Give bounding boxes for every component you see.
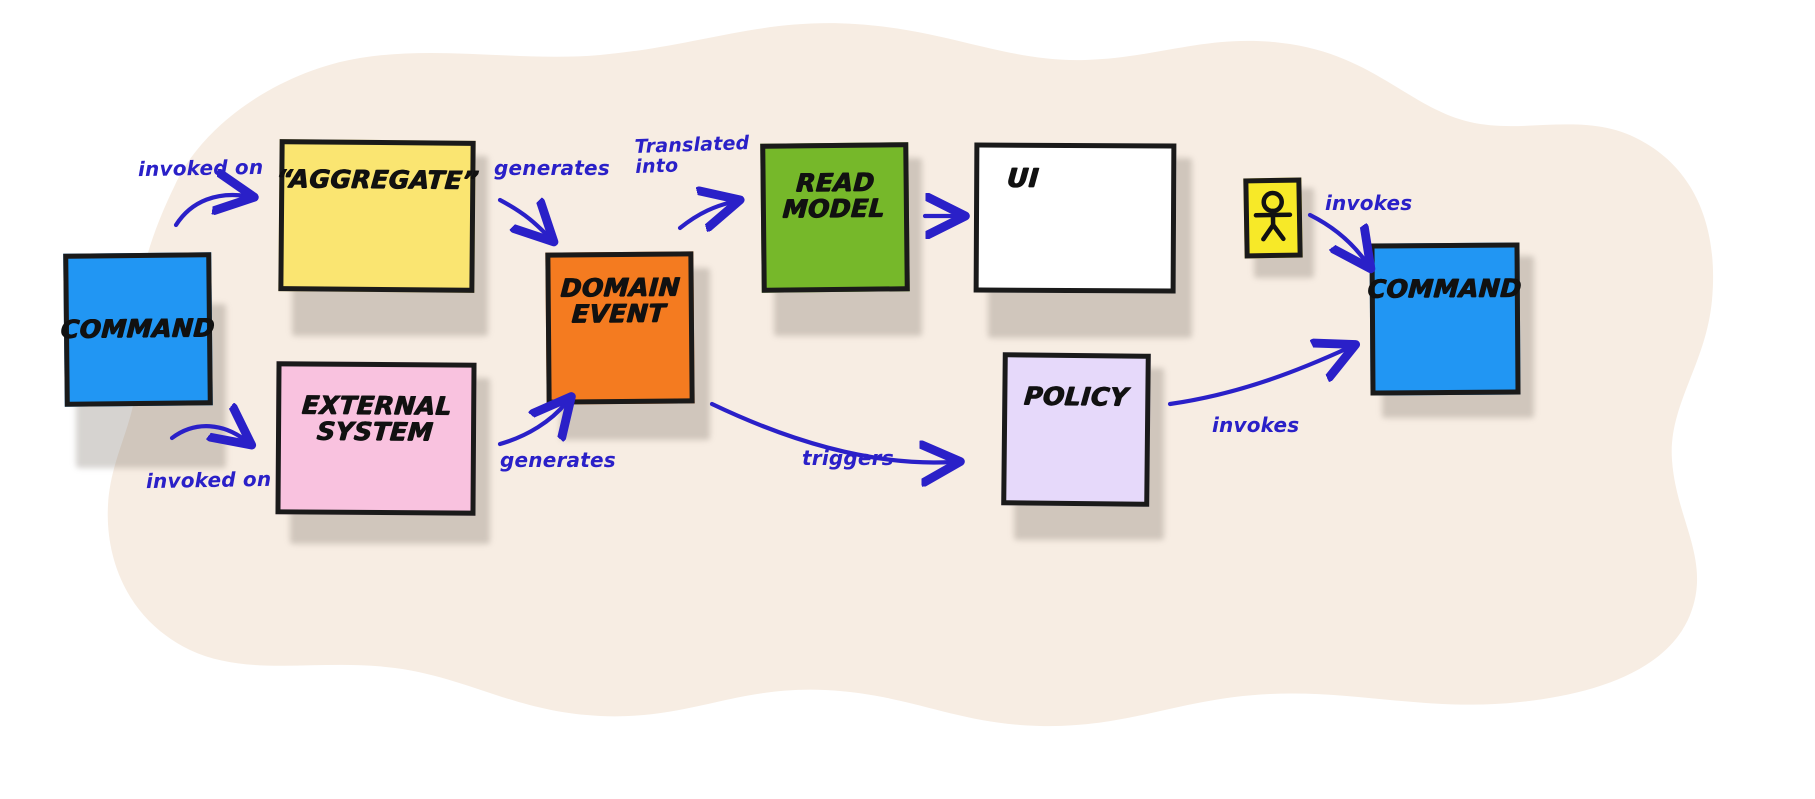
edge-label-invokes-actor: invokes — [1325, 191, 1413, 215]
edge-label-generates-aggregate: generates — [494, 156, 610, 180]
edge-label-invoked-on-external: invoked on — [145, 466, 272, 494]
arrow-generates-aggregate — [497, 200, 548, 236]
edge-label-translated-into: Translated into — [634, 132, 750, 178]
arrow-invoked-on-external — [169, 426, 245, 440]
edge-label-triggers: triggers — [802, 446, 894, 470]
edge-label-invokes-policy: invokes — [1212, 413, 1300, 437]
arrow-invokes-actor — [1307, 212, 1366, 262]
arrow-invoked-on-aggregate — [173, 195, 246, 228]
stick-figure-icon — [1253, 190, 1293, 242]
edge-label-generates-external: generates — [500, 448, 616, 472]
edge-label-invoked-on-aggregate: invoked on — [137, 154, 264, 182]
arrow-triggers — [709, 401, 952, 463]
arrow-invokes-policy — [1167, 348, 1348, 407]
background-blob — [107, 23, 1714, 727]
arrow-generates-external — [497, 403, 566, 447]
node-actor[interactable] — [1243, 177, 1303, 259]
arrow-translated-into — [677, 202, 732, 228]
